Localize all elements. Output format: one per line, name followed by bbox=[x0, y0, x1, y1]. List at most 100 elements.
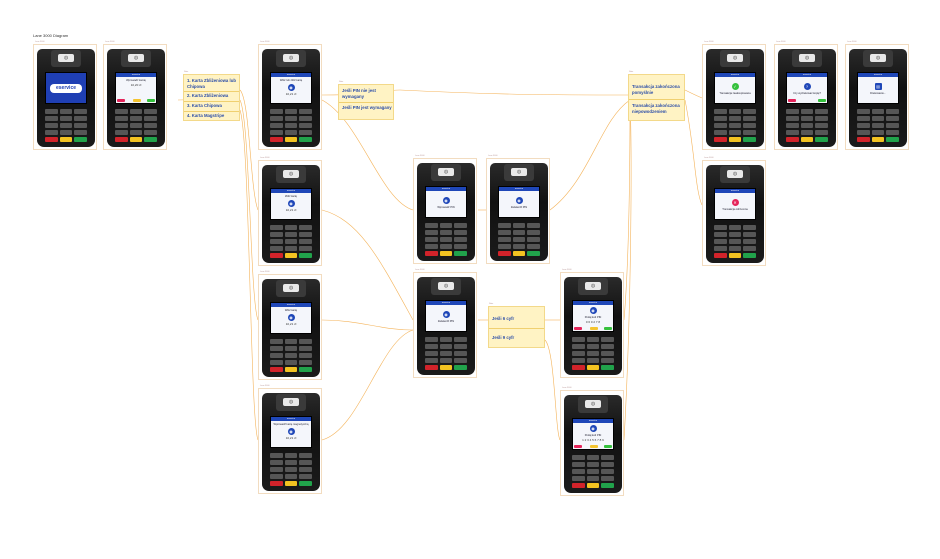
function-keys bbox=[270, 253, 312, 258]
screen-amount: 10,21 zł bbox=[285, 92, 297, 96]
frame-label: Lane 3000 bbox=[35, 41, 45, 43]
terminal-pin-entry: Lane 3000 ◍ eservice ◉ Wprowadź PIN bbox=[413, 155, 477, 264]
card-terminal: ◍ eservice bbox=[37, 49, 95, 147]
function-keys bbox=[270, 367, 312, 372]
contactless-reader: ◍ bbox=[504, 164, 534, 181]
screen-header: eservice bbox=[715, 189, 755, 193]
note-card-types: Note 1. Karta Zbliżeniowa lub Chipowa 2.… bbox=[183, 71, 240, 121]
keypad bbox=[425, 337, 467, 363]
terminal-screen: eservice Włóż lub zbliż kartę ◉ 10,21 zł bbox=[270, 72, 312, 104]
terminal-screen: eservice ◉ Zatwierdź PIN bbox=[425, 300, 467, 332]
contactless-icon: ◍ bbox=[58, 54, 74, 62]
terminal-pin-6-digits: Lane 3000 ◍ eservice ◉ Podaj kod PIN 0 6… bbox=[560, 269, 624, 378]
contactless-icon: ◍ bbox=[283, 54, 299, 62]
contactless-icon: ◍ bbox=[283, 170, 299, 178]
card-terminal: ◍ eservice ◉ Zatwierdź PIN bbox=[417, 277, 475, 375]
keypad bbox=[270, 225, 312, 251]
keypad bbox=[270, 453, 312, 479]
terminal-screen: eservice ? Czy wydrukować kopię? bbox=[786, 72, 828, 104]
function-keys bbox=[270, 137, 312, 142]
contactless-icon: ◍ bbox=[128, 54, 144, 62]
note-label: Note bbox=[339, 81, 344, 83]
contactless-icon: ◍ bbox=[727, 54, 743, 62]
screen-message: Zatwierdź PIN bbox=[437, 320, 455, 323]
keypad bbox=[425, 223, 467, 249]
keypad bbox=[786, 109, 828, 135]
function-keys bbox=[857, 137, 899, 142]
frame-label: Lane 3000 bbox=[562, 387, 572, 389]
screen-header: eservice bbox=[426, 187, 466, 191]
chip-card-icon: ◉ bbox=[287, 314, 295, 321]
card-terminal: ◍ eservice ✕ Transakcja odrzucona bbox=[706, 165, 764, 263]
magstripe-icon: ◉ bbox=[287, 428, 295, 435]
function-keys bbox=[786, 137, 828, 142]
note-transaction-result: Note Transakcja zakończona pomyślnie Tra… bbox=[628, 71, 685, 121]
keypad bbox=[572, 337, 614, 363]
terminal-screen: eservice ◉ Podaj kod PIN 1 2 3 4 5 6 7 8… bbox=[572, 418, 614, 450]
keypad bbox=[572, 455, 614, 481]
terminal-idle-logo: Lane 3000 ◍ eservice bbox=[33, 41, 97, 150]
keypad bbox=[115, 109, 157, 135]
contactless-reader: ◍ bbox=[578, 278, 608, 295]
keypad bbox=[857, 109, 899, 135]
note-item: 2. Karta Zbliżeniowa bbox=[187, 93, 229, 98]
screen-header: eservice bbox=[271, 303, 311, 307]
terminal-swipe-card: Lane 3000 ◍ eservice Wprowadź kartę magn… bbox=[258, 385, 322, 494]
card-terminal: ◍ eservice Wprowadź kartę magnetyczną ◉ … bbox=[262, 393, 320, 491]
terminal-screen: eservice ◉ Podaj kod PIN 0 6 0 2 7 8 bbox=[572, 300, 614, 332]
screen-header: eservice bbox=[116, 73, 156, 77]
screen-message: Wprowadź kartę magnetyczną bbox=[273, 423, 309, 426]
card-terminal: ◍ eservice ? Czy wydrukować kopię? bbox=[778, 49, 836, 147]
terminal-screen: eservice Wprowadź kartę magnetyczną ◉ 10… bbox=[270, 416, 312, 448]
contactless-icon: ◍ bbox=[511, 168, 527, 176]
screen-header: eservice bbox=[858, 73, 898, 77]
frame-label: Lane 3000 bbox=[260, 157, 270, 159]
card-terminal: ◍ eservice Włóż kartę ◉ 10,21 zł bbox=[262, 279, 320, 377]
note-item: 3. Karta Chipowa bbox=[187, 103, 222, 108]
processing-icon: ◉ bbox=[442, 311, 450, 318]
frame-label: Lane 3000 bbox=[562, 269, 572, 271]
contactless-reader: ◍ bbox=[792, 50, 822, 67]
screen-amount: 10,21 zł bbox=[285, 322, 297, 326]
screen-header: eservice bbox=[715, 73, 755, 77]
screen-message: Zbliż kartę bbox=[285, 195, 297, 198]
frame-label: Lane 3000 bbox=[105, 41, 115, 43]
function-keys bbox=[572, 365, 614, 370]
contactless-icon: ◍ bbox=[799, 54, 815, 62]
contactless-reader: ◍ bbox=[720, 50, 750, 67]
terminal-pin-9-digits: Lane 3000 ◍ eservice ◉ Podaj kod PIN 1 2… bbox=[560, 387, 624, 496]
terminal-screen: eservice ✓ Transakcja zaakceptowana bbox=[714, 72, 756, 104]
function-keys bbox=[115, 137, 157, 142]
note-label: Note bbox=[489, 303, 494, 305]
terminal-printing: Lane 3000 ◍ eservice ▤ Drukowanie... bbox=[845, 41, 909, 150]
terminal-print-copy: Lane 3000 ◍ eservice ? Czy wydrukować ko… bbox=[774, 41, 838, 150]
keypad bbox=[714, 109, 756, 135]
card-terminal: ◍ eservice Włóż lub zbliż kartę ◉ 10,21 … bbox=[262, 49, 320, 147]
screen-message: Transakcja zaakceptowana bbox=[719, 92, 751, 95]
keypad bbox=[498, 223, 540, 249]
note-pin-length: Note Jeśli 6 cyfr Jeśli 9 cyfr bbox=[488, 303, 545, 348]
frame-label: Lane 3000 bbox=[704, 157, 714, 159]
card-terminal: ◍ eservice ◉ Wprowadź PIN bbox=[417, 163, 475, 261]
contactless-reader: ◍ bbox=[121, 50, 151, 67]
keypad bbox=[270, 339, 312, 365]
note-item: 1. Karta Zbliżeniowa lub Chipowa bbox=[187, 78, 236, 89]
keypad bbox=[270, 109, 312, 135]
card-terminal: ◍ eservice ▤ Drukowanie... bbox=[849, 49, 907, 147]
contactless-reader: ◍ bbox=[720, 166, 750, 183]
pin-icon: ◉ bbox=[589, 425, 597, 432]
function-keys bbox=[714, 253, 756, 258]
contactless-reader: ◍ bbox=[578, 396, 608, 413]
frame-label: Lane 3000 bbox=[847, 41, 857, 43]
screen-buttons bbox=[574, 326, 612, 330]
contactless-icon: ◉ bbox=[287, 200, 295, 207]
screen-header: eservice bbox=[573, 419, 613, 423]
note-item: Transakcja zakończona pomyślnie bbox=[632, 84, 680, 95]
contactless-icon: ◍ bbox=[870, 54, 886, 62]
screen-message: Podaj kod PIN bbox=[584, 434, 602, 437]
error-icon: ✕ bbox=[731, 199, 739, 206]
note-item: Jeśli 9 cyfr bbox=[492, 335, 515, 340]
card-terminal: ◍ eservice ◉ Podaj kod PIN 0 6 0 2 7 8 bbox=[564, 277, 622, 375]
frame-label: Lane 3000 bbox=[260, 271, 270, 273]
note-item: 4. Karta Magstripe bbox=[187, 113, 225, 118]
